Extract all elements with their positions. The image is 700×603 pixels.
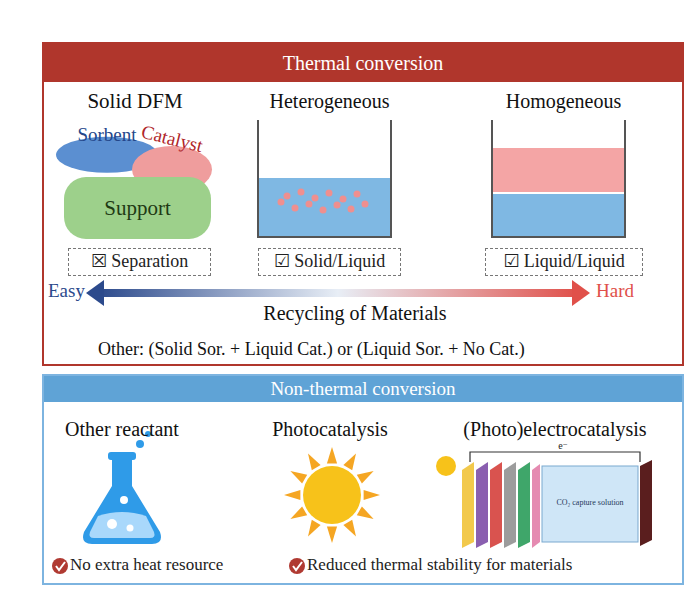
catalyst-particle	[348, 206, 355, 213]
sorbent-phase	[492, 194, 625, 237]
catalyst-particle	[278, 199, 285, 206]
sun-ray	[343, 453, 356, 470]
beaker-wall	[492, 120, 625, 237]
status-box: ☒ Separation	[68, 248, 211, 276]
caption-label: Solid DFM	[85, 89, 185, 114]
catalyst-particle	[312, 195, 319, 202]
catalyst-particle	[340, 196, 347, 203]
non-thermal-panel: Non-thermal conversion	[42, 374, 684, 585]
catalyst-particle	[334, 202, 341, 209]
sun-ray	[290, 506, 307, 519]
heterogeneous-beaker: Heterogeneous	[257, 92, 402, 238]
device-label: CO₂ capture solution	[544, 498, 636, 507]
status-box: ☑ Solid/Liquid	[258, 248, 401, 276]
panel-header: Non-thermal conversion	[44, 376, 682, 402]
sun-ray	[290, 471, 307, 484]
flask-icon	[83, 431, 161, 544]
status-label: ☑ Liquid/Liquid	[486, 249, 642, 274]
benefit-text: Reduced thermal stability for materials	[307, 555, 677, 575]
catalyst-particle	[306, 201, 313, 208]
beaker-wall	[258, 120, 391, 237]
catalyst-particle	[326, 190, 333, 197]
benefit-text: No extra heat resource	[70, 555, 295, 575]
support-block: Support	[64, 177, 211, 239]
caption-label: Photocatalysis	[250, 418, 410, 441]
catalyst-particle	[284, 193, 291, 200]
sun-ray	[327, 527, 337, 543]
sun-ray	[284, 490, 300, 500]
liquid	[258, 178, 391, 237]
sun-ray	[357, 506, 374, 519]
caption-label: Other reactant	[52, 418, 192, 441]
caption-label: Recycling of Materials	[205, 302, 505, 325]
beaker-title: Homogeneous	[491, 90, 636, 113]
sun-ray	[327, 447, 337, 463]
recycling-arrow	[98, 289, 578, 297]
beaker-shape	[491, 92, 636, 238]
caption-label: Other: (Solid Sor. + Liquid Cat.) or (Li…	[98, 339, 668, 360]
sun-ray	[357, 471, 374, 484]
sun-disc	[303, 466, 361, 524]
caption-label: Hard	[596, 280, 656, 302]
catalyst-particle	[292, 205, 299, 212]
electrocatalysis-device	[436, 452, 652, 548]
sun-icon	[284, 447, 380, 543]
arrow-head-right	[572, 280, 590, 306]
status-box: ☑ Liquid/Liquid	[485, 248, 643, 276]
sun-ray	[308, 520, 321, 537]
status-label: ☒ Separation	[69, 249, 210, 274]
sun-ray	[308, 453, 321, 470]
catalyst-particle	[298, 189, 305, 196]
caption-label: e⁻	[548, 440, 578, 451]
arrow-head-left	[86, 280, 104, 306]
catalyst-phase	[492, 148, 625, 192]
panel-header: Thermal conversion	[44, 44, 682, 82]
caption-label: Easy	[48, 280, 88, 302]
homogeneous-beaker: Homogeneous	[491, 92, 636, 238]
sun-ray	[364, 490, 380, 500]
support-label: Support	[64, 177, 211, 239]
beaker-shape	[257, 92, 402, 238]
sun-ray	[343, 520, 356, 537]
catalyst-particle	[362, 201, 369, 208]
beaker-title: Heterogeneous	[257, 90, 402, 113]
catalyst-particle	[354, 191, 361, 198]
caption-label: (Photo)electrocatalysis	[450, 418, 660, 441]
catalyst-particle	[320, 207, 327, 214]
status-label: ☑ Solid/Liquid	[259, 249, 400, 274]
